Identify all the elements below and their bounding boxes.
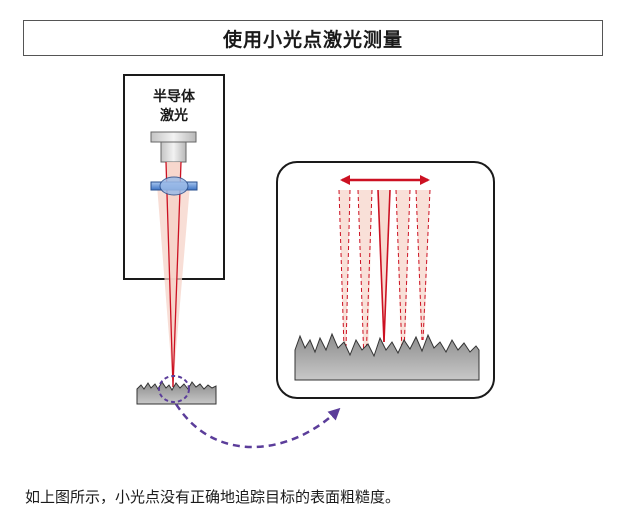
lens-icon [150, 176, 198, 196]
scanning-beams [338, 189, 431, 363]
laser-label-line2: 激光 [160, 107, 188, 124]
target-surface-small [136, 381, 217, 405]
focus-spot-circle [158, 375, 190, 403]
caption-text: 如上图所示，小光点没有正确地追踪目标的表面粗糙度。 [25, 488, 401, 506]
magnified-view-panel [276, 161, 495, 399]
laser-emitter [150, 131, 197, 163]
diagram-title: 使用小光点激光测量 [23, 20, 603, 56]
laser-label-line1: 半导体 [153, 88, 196, 105]
zoom-arrow [174, 403, 341, 449]
target-surface-magnified [294, 332, 480, 381]
main-laser-beam [157, 161, 190, 388]
